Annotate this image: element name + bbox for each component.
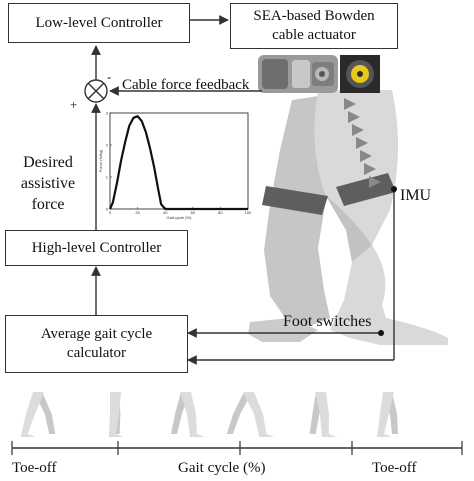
axis-label-toe-off-end: Toe-off — [372, 460, 417, 476]
axis-label-gait-cycle: Gait cycle (%) — [178, 460, 266, 476]
desired-label-line1: Desired — [23, 154, 73, 171]
actuator-label-line2: cable actuator — [272, 27, 356, 43]
summing-junction — [84, 79, 108, 103]
high-level-controller-block: High-level Controller — [5, 230, 188, 266]
x-tick-label: 80 — [218, 210, 223, 215]
actuator-photo — [258, 55, 338, 93]
imu-dot — [391, 186, 397, 192]
axis-label-toe-off-start: Toe-off — [12, 460, 57, 476]
gait-phase-figure — [20, 392, 56, 437]
actuator-block: SEA-based Bowden cable actuator — [230, 3, 398, 49]
gait-cycle-axis — [11, 441, 463, 455]
low-level-controller-label: Low-level Controller — [35, 14, 163, 31]
force-curve-line — [108, 115, 248, 211]
gait-phase-figure — [226, 392, 275, 437]
y-tick-label: 0 — [106, 207, 109, 212]
foot-switch-dot — [378, 330, 384, 336]
cable-sheath-teeth — [344, 98, 381, 188]
avg-gait-calculator-block: Average gait cycle calculator — [5, 315, 188, 373]
low-level-controller-block: Low-level Controller — [8, 3, 190, 43]
leg-shading — [326, 196, 372, 262]
plus-sign: + — [70, 97, 78, 112]
foot-switches-label: Foot switches — [283, 313, 372, 330]
desired-label-line3: force — [31, 196, 65, 213]
high-level-controller-label: High-level Controller — [31, 239, 162, 256]
avg-gait-calculator-line2: calculator — [66, 345, 127, 361]
desired-label-line2: assistive — [20, 175, 76, 192]
x-tick-label: 20 — [135, 210, 140, 215]
x-tick-label: 40 — [163, 210, 168, 215]
thigh-band-back — [262, 186, 328, 215]
back-foot-shape — [248, 318, 318, 342]
thigh-band-front — [336, 173, 396, 206]
chart-ylabel: Force (N/kg) — [98, 149, 103, 172]
gait-phase-figure — [309, 392, 337, 437]
y-tick-label: 3 — [106, 111, 109, 116]
x-tick-label: 0 — [109, 210, 112, 215]
actuator-label-line1: SEA-based Bowden — [253, 8, 375, 24]
y-tick-label: 2 — [106, 143, 109, 148]
minus-sign: - — [107, 69, 112, 84]
x-tick-label: 100 — [245, 210, 252, 215]
sensor-photo — [340, 55, 380, 93]
desired-assistive-force-label: Desired assistive force — [4, 152, 92, 215]
y-tick-label: 1 — [106, 175, 109, 180]
x-tick-label: 60 — [191, 210, 196, 215]
gait-figure-strip — [20, 392, 398, 437]
chart-xlabel: Gait cycle (%) — [167, 215, 193, 220]
front-leg-shape — [314, 90, 448, 345]
chart-frame — [109, 112, 249, 210]
gait-phase-figure — [171, 392, 205, 437]
cable-force-feedback-label: Cable force feedback — [122, 77, 250, 93]
avg-gait-calculator-line1: Average gait cycle — [40, 326, 153, 342]
imu-label: IMU — [400, 187, 432, 204]
leg-illustration — [248, 90, 448, 345]
gait-phase-figure — [108, 392, 124, 437]
gait-phase-figure — [377, 392, 398, 437]
